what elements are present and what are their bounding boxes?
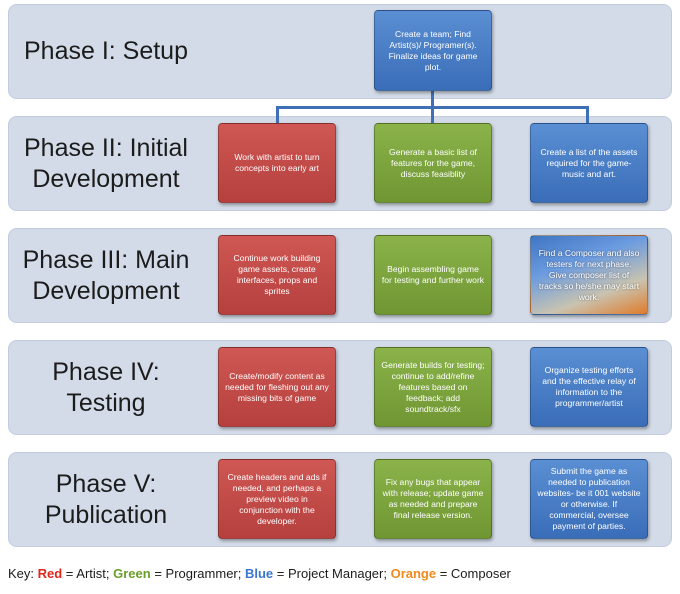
phase-label-publication: Phase V: Publication (44, 469, 168, 529)
task-box-testing-programmer: Generate builds for testing; continue to… (374, 347, 492, 427)
task-box-initial-manager: Create a list of the assets required for… (530, 123, 648, 203)
phase-label-main: Phase III: Main Development (22, 245, 190, 305)
key-orange-role: = Composer (436, 566, 511, 581)
task-box-testing-manager: Organize testing efforts and the effecti… (530, 347, 648, 427)
task-box-publication-programmer: Fix any bugs that appear with release; u… (374, 459, 492, 539)
task-box-setup: Create a team; Find Artist(s)/ Programer… (374, 10, 492, 91)
connector-drop-manager (586, 106, 589, 125)
connector-drop-programmer (431, 106, 434, 125)
phase-label-testing: Phase IV: Testing (52, 357, 160, 417)
connector-setup-stem (431, 91, 434, 108)
key-orange: Orange (390, 566, 437, 581)
key-blue: Blue (244, 566, 274, 581)
connector-drop-artist (276, 106, 279, 125)
key-red-role: = Artist; (62, 566, 114, 581)
task-box-initial-programmer: Generate a basic list of features for th… (374, 123, 492, 203)
color-key: Key: Red = Artist; Green = Programmer; B… (8, 566, 511, 581)
key-green: Green (113, 566, 151, 581)
task-box-publication-artist: Create headers and ads if needed, and pe… (218, 459, 336, 539)
key-prefix: Key: (8, 566, 38, 581)
key-green-role: = Programmer; (150, 566, 245, 581)
phase-label-setup: Phase I: Setup (23, 37, 188, 65)
phase-band-setup (8, 4, 672, 99)
task-box-initial-artist: Work with artist to turn concepts into e… (218, 123, 336, 203)
task-box-main-artist: Continue work building game assets, crea… (218, 235, 336, 315)
key-red: Red (37, 566, 63, 581)
task-box-testing-artist: Create/modify content as needed for fles… (218, 347, 336, 427)
phase-label-initial: Phase II: Initial Development (24, 133, 188, 193)
task-box-main-programmer: Begin assembling game for testing and fu… (374, 235, 492, 315)
key-blue-role: = Project Manager; (273, 566, 391, 581)
task-box-main-composer: Find a Composer and also testers for nex… (530, 235, 648, 315)
task-box-publication-manager: Submit the game as needed to publication… (530, 459, 648, 539)
